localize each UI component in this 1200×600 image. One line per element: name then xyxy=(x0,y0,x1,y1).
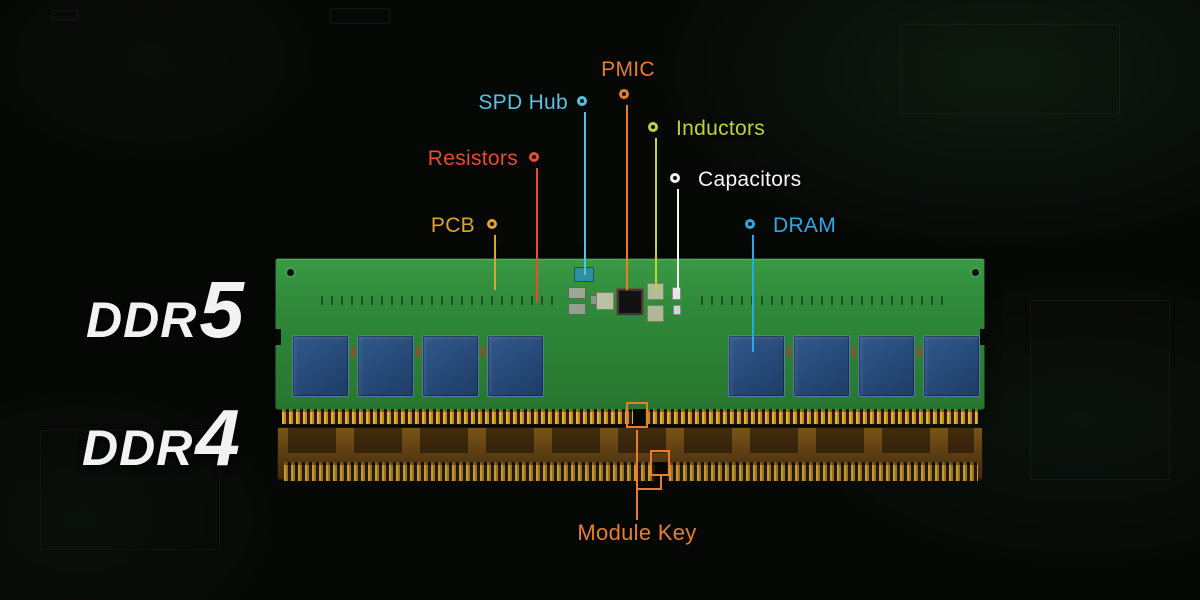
dram-chip xyxy=(357,335,414,397)
background-trace xyxy=(1030,300,1170,480)
dram-chip xyxy=(858,335,915,397)
resistor-row xyxy=(321,296,559,305)
spd-hub-dot xyxy=(577,96,587,106)
background-trace xyxy=(900,24,1120,114)
inductor-component xyxy=(596,292,614,310)
small-ic xyxy=(568,303,586,315)
ddr5-key-highlight xyxy=(626,402,648,428)
module-key-leader-line xyxy=(660,476,662,488)
module-key-connector-line xyxy=(636,488,662,490)
inductor-component xyxy=(647,305,664,322)
capacitor-component xyxy=(672,287,681,300)
ddr5-gold-pins xyxy=(282,409,978,425)
pmic-chip xyxy=(617,289,643,315)
ddr5-prefix-text: DDR xyxy=(86,292,198,348)
dram-chip xyxy=(728,335,785,397)
background-trace xyxy=(52,10,78,20)
pcb-label: PCB xyxy=(430,214,475,237)
small-component xyxy=(852,347,856,357)
small-component xyxy=(351,347,355,357)
spd-hub-leader-line xyxy=(584,112,586,275)
dram-chip xyxy=(923,335,980,397)
dram-chip xyxy=(487,335,544,397)
resistor-row xyxy=(701,296,943,305)
ddr4-key-notch xyxy=(655,462,667,481)
ddr5-key-notch xyxy=(633,409,645,425)
pmic-label: PMIC xyxy=(601,58,655,81)
pcb-leader-line xyxy=(494,235,496,290)
capacitors-leader-line xyxy=(677,189,679,290)
small-component xyxy=(787,347,791,357)
pmic-leader-line xyxy=(626,105,628,290)
module-key-leader-line xyxy=(636,430,638,520)
capacitors-dot xyxy=(670,173,680,183)
pmic-dot xyxy=(619,89,629,99)
mounting-hole xyxy=(972,269,979,276)
ddr4-label: DDR 4 xyxy=(82,392,240,484)
ddr5-number-text: 5 xyxy=(199,265,244,354)
ddr4-key-highlight xyxy=(650,450,670,476)
ddr4-module-pcb xyxy=(277,427,983,481)
ddr4-prefix-text: DDR xyxy=(82,420,194,476)
small-ic xyxy=(568,287,586,299)
pcb-dot xyxy=(487,219,497,229)
dram-chip xyxy=(793,335,850,397)
ddr4-number-text: 4 xyxy=(195,393,240,482)
ddr5-module-pcb xyxy=(275,258,986,410)
spd-hub-label: SPD Hub xyxy=(478,91,568,114)
resistors-leader-line xyxy=(536,168,538,302)
resistors-label: Resistors xyxy=(427,147,518,170)
background-trace xyxy=(330,8,390,24)
ddr4-chip-row xyxy=(288,428,974,453)
dram-chip xyxy=(292,335,349,397)
edge-notch xyxy=(275,329,281,345)
dram-label: DRAM xyxy=(773,214,837,237)
resistors-dot xyxy=(529,152,539,162)
capacitors-label: Capacitors xyxy=(698,168,802,191)
small-component xyxy=(416,347,420,357)
dram-dot xyxy=(745,219,755,229)
inductors-dot xyxy=(648,122,658,132)
inductors-label: Inductors xyxy=(676,117,766,140)
ddr4-gold-pins xyxy=(284,462,978,481)
dram-leader-line xyxy=(752,235,754,352)
inductors-leader-line xyxy=(655,138,657,290)
edge-notch xyxy=(980,329,986,345)
dram-chip xyxy=(422,335,479,397)
small-component xyxy=(917,347,921,357)
small-component xyxy=(481,347,485,357)
mounting-hole xyxy=(287,269,294,276)
capacitor-component xyxy=(673,305,681,315)
ddr5-label: DDR 5 xyxy=(86,264,244,356)
module-key-label: Module Key xyxy=(577,520,697,545)
